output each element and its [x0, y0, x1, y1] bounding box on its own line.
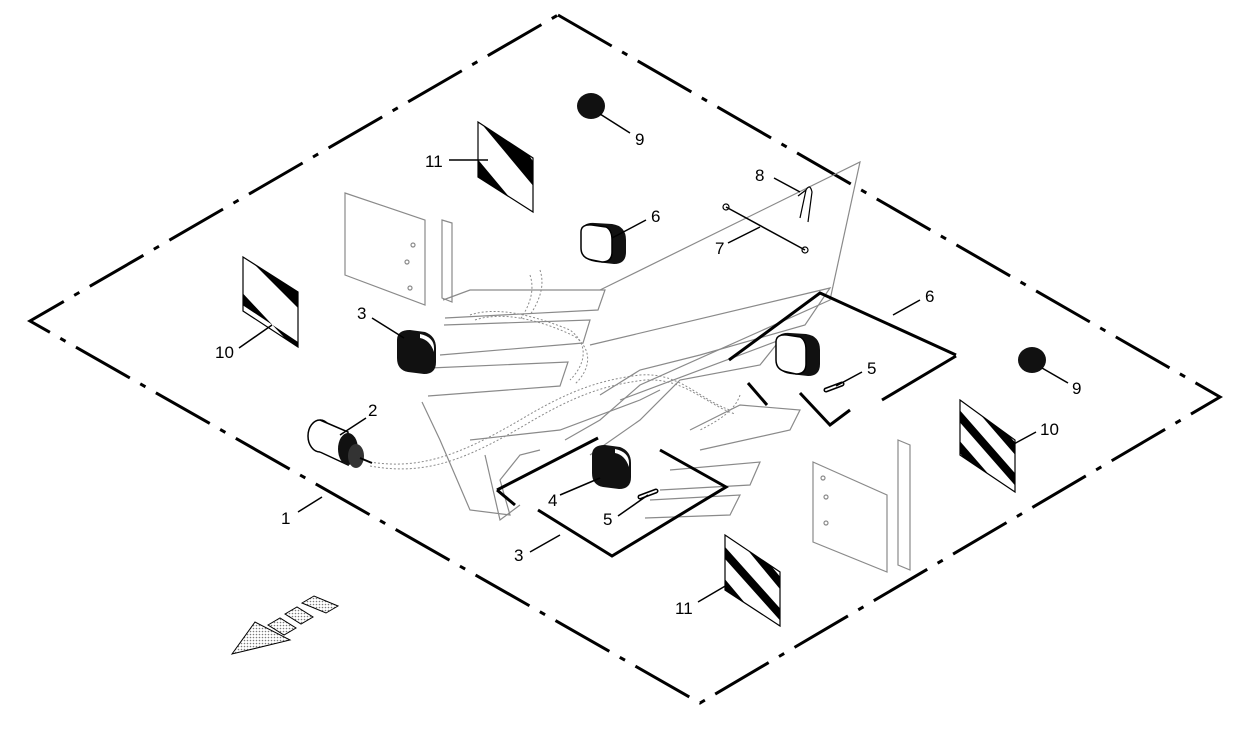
mounting-plate-right — [812, 439, 911, 573]
reflector-9-top — [577, 93, 605, 119]
cable-tie-7 — [722, 203, 809, 254]
callout-11-bottom: 11 — [675, 599, 693, 618]
leader-lines — [238, 113, 1069, 603]
pin-5-center — [637, 488, 659, 500]
callout-5-right: 5 — [867, 359, 876, 378]
callout-10-left: 10 — [215, 343, 234, 362]
reflector-9-right — [1018, 347, 1046, 373]
wiring-harness — [369, 269, 741, 470]
rear-lamp-4 — [592, 445, 631, 489]
callout-3-bottom: 3 — [514, 546, 523, 565]
callout-6-top: 6 — [651, 207, 660, 226]
callout-11-top: 11 — [425, 152, 443, 171]
callout-labels: 1 2 3 3 4 5 5 6 6 7 8 9 9 10 10 11 11 — [215, 130, 1081, 618]
callout-1: 1 — [281, 509, 290, 528]
warning-plate-11-top — [477, 120, 534, 214]
trailer-ghost-outline — [421, 160, 861, 522]
mounting-plate-left — [344, 192, 453, 306]
light-bracket-right — [728, 291, 957, 428]
callout-7: 7 — [715, 239, 724, 258]
rear-lamp-3 — [397, 330, 436, 374]
callout-4: 4 — [548, 491, 557, 510]
callout-2: 2 — [368, 401, 377, 420]
plug-connector-2 — [307, 419, 373, 468]
boundary-outline — [26, 13, 1223, 705]
side-lamp-6-top — [580, 222, 626, 264]
callout-10-right: 10 — [1040, 420, 1059, 439]
callout-8: 8 — [755, 166, 764, 185]
callout-6-right: 6 — [925, 287, 934, 306]
callout-5-center: 5 — [603, 510, 612, 529]
warning-plate-10-left — [242, 255, 299, 349]
warning-plate-11-bottom — [724, 533, 781, 628]
callout-9-right: 9 — [1072, 379, 1081, 398]
callout-9-top: 9 — [635, 130, 644, 149]
clip-8 — [797, 186, 813, 223]
callout-3-left: 3 — [357, 304, 366, 323]
direction-arrow-icon — [230, 595, 340, 655]
light-bracket-center — [496, 436, 729, 558]
side-lamp-6-right — [775, 332, 820, 376]
